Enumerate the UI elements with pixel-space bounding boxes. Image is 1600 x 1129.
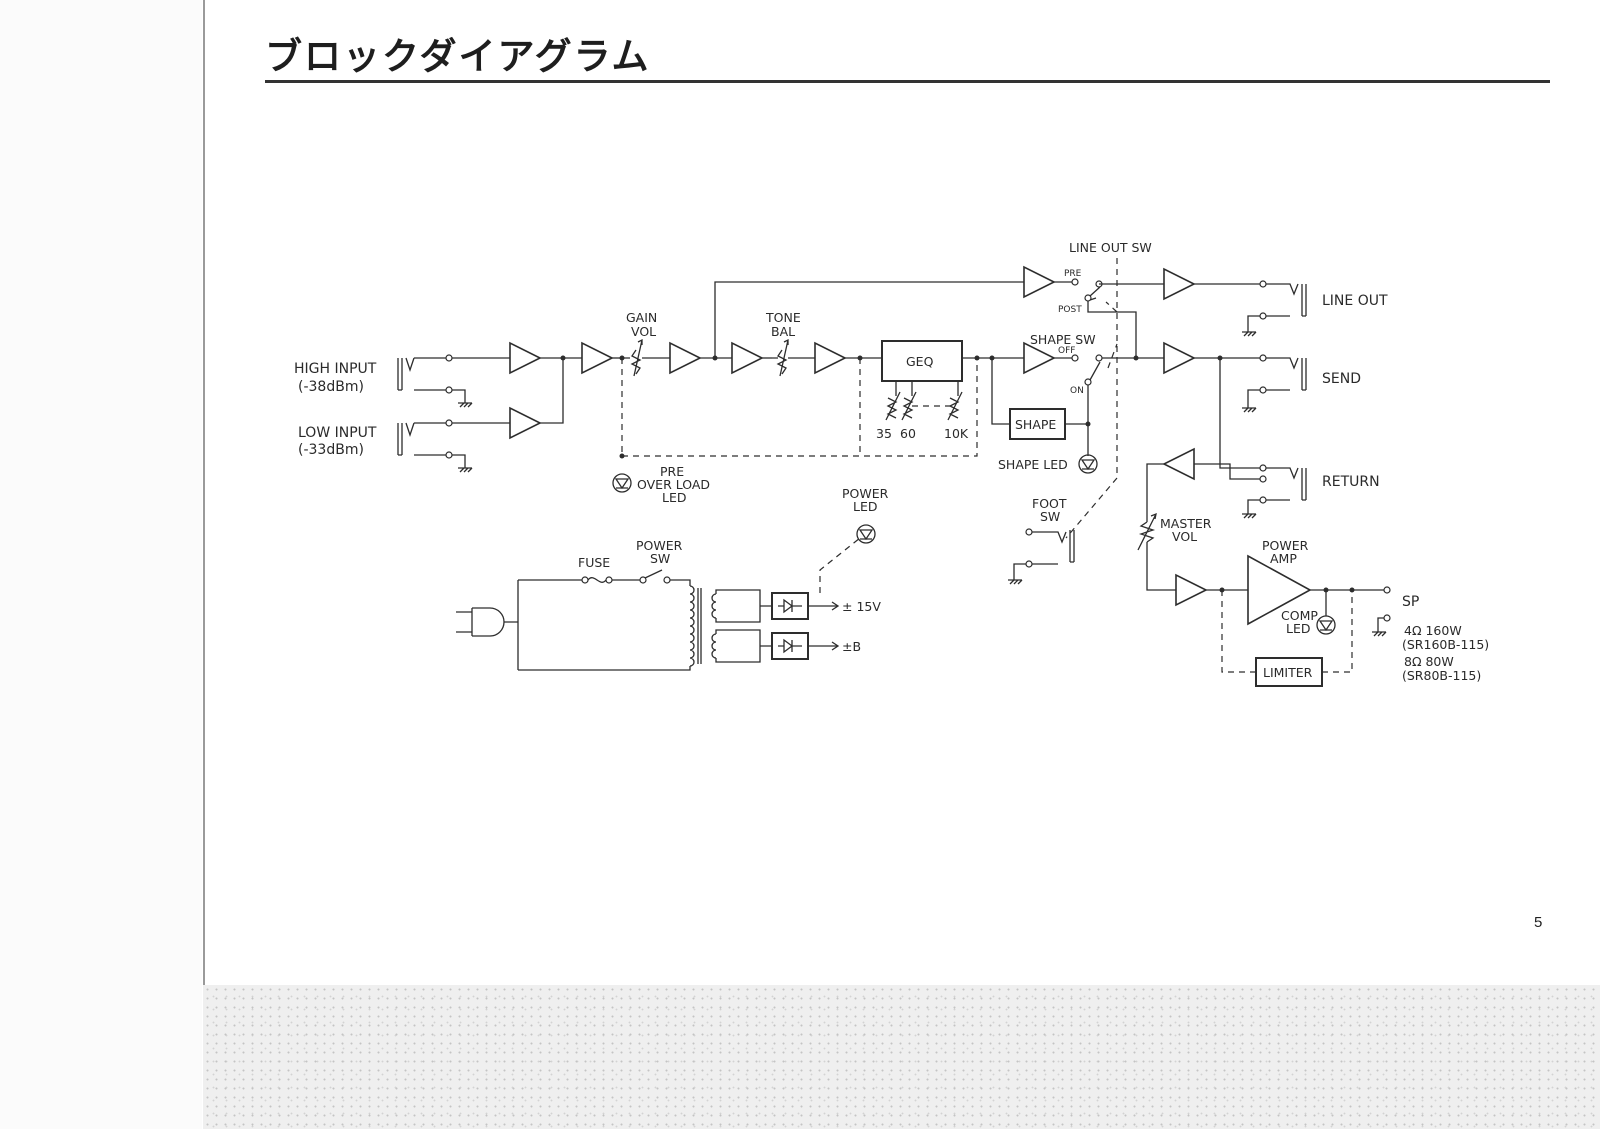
power-amp-label-2: AMP bbox=[1270, 551, 1297, 566]
power-led bbox=[856, 524, 876, 544]
sp-label: SP bbox=[1402, 594, 1419, 610]
foot-label: FOOT bbox=[1032, 496, 1067, 511]
previous-page-edge bbox=[0, 0, 202, 1129]
supply-15v-label: ± 15V bbox=[842, 599, 881, 614]
geq-60-label: 60 bbox=[900, 426, 916, 441]
power-transformer bbox=[689, 585, 761, 667]
spec-4ohm: 4Ω 160W bbox=[1404, 623, 1462, 638]
geq-10k-label: 10K bbox=[944, 426, 969, 441]
spec-8ohm: 8Ω 80W bbox=[1404, 654, 1454, 669]
page-number: 5 bbox=[1534, 914, 1543, 931]
geq-label: GEQ bbox=[906, 354, 934, 369]
driver-amp bbox=[1175, 573, 1208, 607]
title-underline bbox=[265, 80, 1550, 83]
power-switch bbox=[639, 569, 671, 584]
page-fold-line bbox=[203, 0, 205, 985]
power-led-label-2: LED bbox=[853, 499, 878, 514]
supply-b-label: ±B bbox=[842, 639, 861, 654]
geq-box bbox=[881, 340, 963, 382]
master-label: MASTER bbox=[1160, 516, 1212, 531]
master-vol-pot bbox=[1137, 512, 1157, 551]
line-out-sw-label: LINE OUT SW bbox=[1069, 240, 1152, 255]
limiter-label: LIMITER bbox=[1263, 665, 1313, 680]
tone-stage-amp bbox=[731, 341, 764, 375]
master-vol-label: VOL bbox=[1172, 529, 1197, 544]
line-out-switch bbox=[1084, 280, 1164, 358]
shape-box bbox=[1009, 408, 1066, 440]
low-input-jack bbox=[397, 419, 473, 473]
overload-led-label: LED bbox=[662, 490, 687, 505]
model-160: (SR160B-115) bbox=[1402, 637, 1489, 652]
pre-overload-led bbox=[612, 473, 632, 493]
send-amp bbox=[1163, 341, 1196, 375]
fuse-label: FUSE bbox=[578, 555, 610, 570]
tone-bal-pot bbox=[772, 338, 789, 377]
gain-label: GAIN bbox=[626, 310, 657, 325]
overload-label: OVER LOAD bbox=[637, 477, 710, 492]
line-out-jack bbox=[1242, 283, 1307, 337]
geq-35-label: 35 bbox=[876, 426, 892, 441]
return-jack bbox=[1242, 467, 1307, 519]
foot-sw-jack bbox=[1008, 528, 1075, 585]
foot-sw-label: SW bbox=[1040, 509, 1060, 524]
high-input-jack bbox=[397, 354, 473, 408]
tone-label: TONE bbox=[765, 310, 801, 325]
rectifier-15v bbox=[771, 592, 809, 620]
tone-bal-label: BAL bbox=[771, 324, 795, 339]
power-amp bbox=[1247, 554, 1312, 626]
power-led-label-1: POWER bbox=[842, 486, 889, 501]
scan-bottom-band bbox=[203, 985, 1600, 1129]
shape-led-label: SHAPE LED bbox=[998, 457, 1068, 472]
rectifier-b bbox=[771, 632, 809, 660]
power-sw-label-1: POWER bbox=[636, 538, 683, 553]
comp-label: COMP bbox=[1281, 608, 1318, 623]
power-amp-label-1: POWER bbox=[1262, 538, 1309, 553]
line-out-send-amp bbox=[1023, 265, 1056, 299]
model-80: (SR80B-115) bbox=[1402, 668, 1481, 683]
line-out-sw-post: POST bbox=[1058, 305, 1082, 315]
shape-led bbox=[1078, 454, 1098, 474]
post-tone-amp bbox=[814, 341, 847, 375]
buffer-amp bbox=[581, 341, 614, 375]
low-input-level: (-33dBm) bbox=[298, 442, 364, 458]
send-label: SEND bbox=[1322, 371, 1361, 387]
limiter-box bbox=[1255, 657, 1323, 687]
comp-led-label: LED bbox=[1286, 621, 1311, 636]
high-input-amp bbox=[509, 341, 542, 375]
pre-label: PRE bbox=[660, 464, 684, 479]
low-input-label: LOW INPUT bbox=[298, 425, 377, 441]
gain-vol-pot bbox=[622, 338, 643, 377]
shape-path-amp bbox=[1023, 341, 1056, 375]
shape-sw-label: SHAPE SW bbox=[1030, 332, 1096, 347]
line-out-amp bbox=[1163, 267, 1196, 301]
high-input-label: HIGH INPUT bbox=[294, 361, 377, 377]
high-input-level: (-38dBm) bbox=[298, 379, 364, 395]
return-label: RETURN bbox=[1322, 474, 1380, 490]
block-diagram: HIGH INPUT (-38dBm) LOW INPUT (-33dBm) G… bbox=[294, 240, 1489, 687]
power-plug bbox=[456, 580, 519, 670]
fuse bbox=[581, 576, 613, 584]
gain-stage-amp bbox=[669, 341, 702, 375]
line-out-sw-pre: PRE bbox=[1064, 269, 1082, 279]
shape-switch bbox=[1084, 354, 1164, 424]
shape-sw-on: ON bbox=[1070, 386, 1084, 396]
low-input-amp bbox=[509, 406, 542, 440]
return-amp bbox=[1162, 447, 1195, 481]
gain-vol-label: VOL bbox=[631, 324, 656, 339]
page-title: ブロックダイアグラム bbox=[265, 35, 651, 78]
comp-led bbox=[1316, 590, 1336, 635]
power-sw-label-2: SW bbox=[650, 551, 670, 566]
shape-sw-off: OFF bbox=[1058, 346, 1075, 356]
send-jack bbox=[1242, 357, 1307, 413]
line-out-label: LINE OUT bbox=[1322, 293, 1388, 309]
shape-label: SHAPE bbox=[1015, 417, 1056, 432]
